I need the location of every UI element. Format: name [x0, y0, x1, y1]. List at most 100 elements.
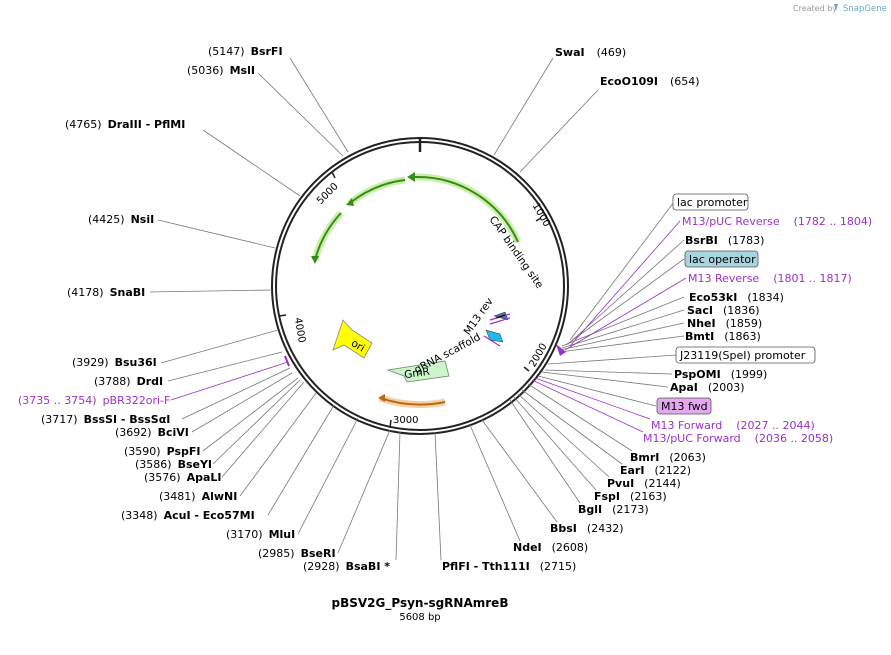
plasmid-size: 5608 bp	[399, 612, 440, 623]
site-bmri: BmrI(2063)	[630, 451, 706, 464]
gmr-label: GmR	[403, 366, 430, 381]
leader-pflfi	[434, 431, 442, 561]
leader-m13-forward	[534, 377, 651, 420]
tick-label-1000: 1000	[530, 201, 552, 229]
leader-eari	[521, 389, 623, 465]
site-mlui: (3170)MluI	[226, 528, 295, 541]
primer-m13-reverse: M13 Reverse(1801 .. 1817)	[688, 272, 852, 285]
site-draiii: (4765)DraIII - PflMI	[65, 118, 185, 131]
leader-bmti	[559, 335, 685, 353]
j23119-label: J23119(SpeI) promoter	[679, 349, 806, 362]
snapgene-logo-icon	[834, 4, 838, 11]
site-bbsi: BbsI(2432)	[550, 522, 623, 535]
leader-drdi	[167, 351, 283, 382]
site-mark	[495, 314, 506, 319]
leader-pspfi	[202, 377, 299, 452]
lac-operator-label: lac operator	[689, 253, 756, 266]
feature-arc-2	[349, 179, 406, 204]
leader-lines	[149, 57, 687, 561]
m13-fwd-box	[656, 397, 712, 415]
snapgene-logo-text: SnapGene	[843, 4, 887, 14]
site-pspomi: PspOMI(1999)	[674, 368, 767, 381]
j23119-box	[675, 346, 816, 364]
site-eco53ki: Eco53kI(1834)	[689, 291, 784, 304]
leader-m13-puc-forward	[531, 379, 644, 433]
leader-draiii	[202, 129, 301, 197]
leader-pspomi	[544, 369, 673, 375]
feature-cluster	[483, 311, 511, 347]
backbone-inner-ring	[275, 141, 565, 431]
primer-ring-mark-left	[284, 355, 290, 367]
leader-eco53ki	[561, 296, 685, 347]
site-alwni: (3481)AlwNI	[159, 490, 237, 503]
tick-mark-4000	[278, 314, 287, 317]
feature-arc-2-halo	[347, 176, 406, 206]
feature-orange-arrow	[378, 394, 385, 402]
leader-j23119	[547, 354, 677, 365]
site-saci: SacI(1836)	[687, 304, 760, 317]
feature-arc-3-halo	[311, 210, 344, 261]
leader-m13-reverse	[564, 277, 687, 351]
small-feature-cyan	[485, 329, 504, 343]
site-snabi: (4178)SnaBI	[67, 286, 145, 299]
leader-bgli	[509, 399, 581, 504]
plasmid-name: pBSV2G_Psyn-sgRNAmreB	[332, 596, 509, 611]
primer-ring-mark-right	[556, 344, 566, 356]
leader-nhei	[559, 322, 685, 351]
m13-fwd-label: M13 fwd	[661, 400, 708, 413]
cap-binding-site-label: CAP binding site	[487, 214, 546, 291]
site-bsabi: (2928)BsaBI *	[303, 560, 390, 573]
tick-label-3000: 3000	[393, 415, 418, 426]
primer-m13-puc-reverse: M13/pUC Reverse(1782 .. 1804)	[682, 215, 872, 228]
leader-ecoo109i	[519, 89, 599, 173]
site-pflfi: PflFI - Tth111I(2715)	[442, 560, 576, 573]
leader-lac-operator	[565, 258, 685, 346]
leader-mlui	[297, 417, 359, 535]
leader-bsu36i	[160, 329, 279, 364]
leader-lac-promoter	[569, 201, 675, 341]
site-nsii: (4425)NsiI	[88, 213, 154, 226]
primer-m13-puc-forward: M13/pUC Forward(2036 .. 2058)	[643, 432, 833, 445]
site-eari: EarI(2122)	[620, 464, 691, 477]
tick-mark-2000	[523, 366, 530, 372]
leader-apai	[541, 371, 669, 388]
primer-mark-3	[483, 335, 501, 347]
leader-msli	[257, 72, 344, 157]
site-acui: (3348)AcuI - Eco57MI	[121, 509, 255, 522]
leader-bseyi	[212, 379, 301, 465]
site-drdi: (3788)DrdI	[94, 375, 163, 388]
lac-promoter-label: lac promoter	[677, 196, 748, 209]
site-apai: ApaI(2003)	[670, 381, 744, 394]
site-bsssi: (3717)BssSI - BssSαI	[41, 413, 170, 426]
created-by-label: Created by	[793, 4, 837, 13]
leader-fspi	[513, 396, 597, 491]
site-bsrbi: BsrBI(1783)	[685, 234, 764, 247]
leader-m13fwd	[537, 375, 657, 407]
leader-snabi	[149, 289, 273, 293]
leader-saci	[561, 309, 685, 349]
site-bgli: BglI(2173)	[578, 503, 649, 516]
site-bsu36i: (3929)Bsu36I	[72, 356, 157, 369]
feature-arc-1	[414, 175, 519, 243]
lac-operator-box	[684, 250, 759, 268]
feature-orange-arc	[379, 397, 446, 406]
leader-swai	[493, 57, 554, 156]
leader-apali	[221, 381, 305, 478]
leader-bbsi	[481, 419, 558, 523]
site-beseri: (2985)BseRI	[258, 547, 336, 560]
ori-feature-arrow	[332, 319, 373, 359]
site-pspfi: (3590)PspFI	[124, 445, 200, 458]
primer-mark-2	[489, 317, 511, 325]
site-fspi: FspI(2163)	[594, 490, 667, 503]
leader-beseri	[337, 429, 391, 554]
backbone-outer-ring	[271, 137, 569, 435]
leader-bcivi	[191, 372, 293, 433]
site-pvui: PvuI(2144)	[607, 477, 681, 490]
tick-mark-3000	[389, 419, 392, 429]
site-apali: (3576)ApaLI	[144, 471, 222, 484]
site-ecoo109i: EcoO109I(654)	[600, 75, 700, 88]
tick-mark-1000	[535, 217, 542, 222]
leader-ndei	[469, 424, 521, 542]
leader-nsii	[157, 219, 276, 249]
